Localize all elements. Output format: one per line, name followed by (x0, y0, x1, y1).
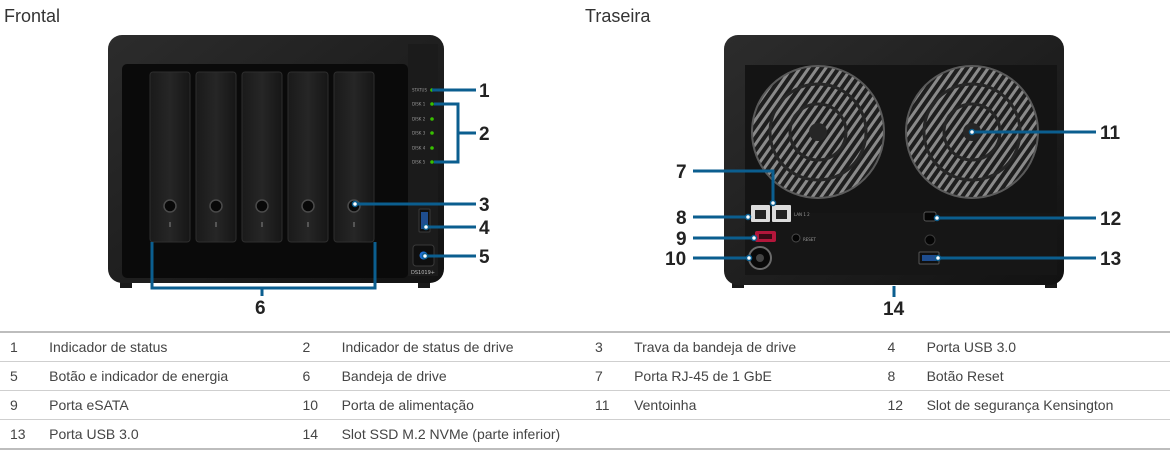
nas-diagram: STATUS DISK 1 DISK 2 DISK 3 DISK 4 DISK 5 DS1… (108, 35, 1121, 320)
drive-tray-2 (195, 71, 237, 243)
led-label-3: DISK 2 (412, 117, 426, 122)
legend-label: Ventoinha (634, 390, 878, 420)
legend-label: Botão Reset (926, 361, 1170, 391)
led-label-1: STATUS (412, 88, 427, 93)
callout-10: 10 (665, 249, 686, 270)
legend-number: 10 (292, 390, 342, 420)
callout-7: 7 (676, 162, 687, 183)
legend-label: Indicador de status (49, 331, 293, 362)
legend-number: 14 (292, 419, 342, 450)
legend-number: 11 (584, 390, 635, 420)
led-label-5: DISK 4 (412, 146, 426, 151)
drive-tray-3 (241, 71, 283, 243)
legend-label: Bandeja de drive (341, 361, 585, 391)
callout-9: 9 (676, 229, 687, 250)
legend-number: 2 (292, 331, 342, 362)
tray-lock-1 (163, 199, 177, 213)
legend-number: 4 (877, 331, 927, 362)
callout-dots (351, 128, 976, 262)
legend-label: Porta RJ-45 de 1 GbE (634, 361, 878, 391)
callout-14: 14 (883, 299, 905, 320)
legend-number: 6 (292, 361, 342, 391)
reset-label: RESET (803, 237, 816, 242)
callout-lines (150, 88, 1096, 297)
legend-label: Porta de alimentação (341, 390, 585, 420)
drive-status-led-2 (430, 117, 434, 121)
ground-screw (924, 234, 936, 246)
callout-11: 11 (1100, 123, 1121, 144)
legend-number (584, 419, 635, 450)
rear-unit: LAN 1 2 RESET (724, 35, 1064, 288)
callout-8: 8 (676, 208, 687, 229)
drive-tray-4 (287, 71, 329, 243)
drive-trays (149, 71, 375, 243)
legend-label: Indicador de status de drive (341, 331, 585, 362)
tray-lock-2 (209, 199, 223, 213)
tray-lock-3 (255, 199, 269, 213)
legend-number: 3 (584, 331, 635, 362)
legend-label: Porta USB 3.0 (49, 419, 293, 450)
callout-6: 6 (255, 298, 266, 319)
legend-number: 9 (0, 390, 50, 420)
legend-number: 12 (877, 390, 927, 420)
callout-1: 1 (479, 81, 490, 102)
callout-line-7 (693, 169, 775, 203)
drive-status-led-4 (430, 146, 434, 150)
legend-label: Porta eSATA (49, 390, 293, 420)
drive-status-led-3 (430, 131, 434, 135)
callout-numbers: 1 2 3 4 5 6 7 8 9 10 11 12 13 14 (255, 81, 1121, 320)
front-unit: STATUS DISK 1 DISK 2 DISK 3 DISK 4 DISK 5 DS1… (108, 35, 444, 288)
legend-label: Trava da bandeja de drive (634, 331, 878, 362)
legend-number: 1 (0, 331, 50, 362)
legend-label (634, 419, 878, 450)
rear-usb-port-blue (922, 255, 936, 261)
legend-label: Slot de segurança Kensington (926, 390, 1170, 420)
callout-5: 5 (479, 247, 490, 268)
legend-number: 13 (0, 419, 50, 450)
lan-label: LAN 1 2 (794, 212, 810, 217)
legend-label (926, 419, 1170, 450)
legend-number (877, 419, 927, 450)
front-control-panel (408, 44, 438, 276)
drive-tray-5 (333, 71, 375, 243)
led-label-4: DISK 3 (412, 131, 426, 136)
legend-label: Slot SSD M.2 NVMe (parte inferior) (341, 419, 585, 450)
legend-number: 5 (0, 361, 50, 391)
tray-lock-4 (301, 199, 315, 213)
front-usb-port-blue (421, 212, 428, 229)
drive-tray-1 (149, 71, 191, 243)
fan-left (751, 65, 885, 199)
led-label-6: DISK 5 (412, 160, 426, 165)
model-label: DS1019+ (411, 270, 435, 276)
front-view-title: Frontal (4, 6, 61, 26)
io-panel (745, 213, 1057, 275)
reset-button (791, 233, 801, 243)
legend-number: 8 (877, 361, 927, 391)
legend-label: Porta USB 3.0 (926, 331, 1170, 362)
legend-number: 7 (584, 361, 635, 391)
rear-view-title: Traseira (585, 6, 651, 26)
led-label-2: DISK 1 (412, 102, 426, 107)
callout-13: 13 (1100, 249, 1121, 270)
callout-12: 12 (1100, 209, 1121, 230)
drive-status-led-5 (430, 160, 434, 164)
callout-2: 2 (479, 124, 490, 145)
callout-4: 4 (479, 218, 490, 239)
legend-label: Botão e indicador de energia (49, 361, 293, 391)
drive-status-led-1 (430, 102, 434, 106)
callout-3: 3 (479, 195, 490, 216)
